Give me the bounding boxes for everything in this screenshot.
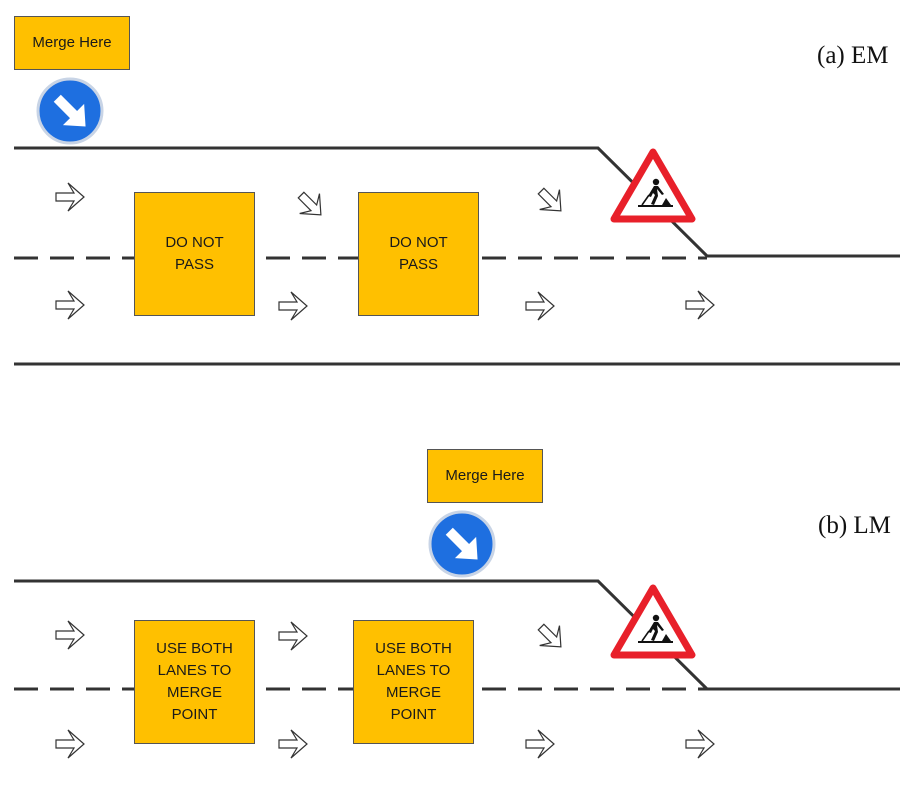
traffic-direction-arrow-icon	[290, 184, 332, 226]
traffic-direction-arrow-icon	[55, 620, 85, 650]
traffic-direction-arrow-icon	[685, 290, 715, 320]
merge-here-sign: Merge Here	[14, 16, 130, 70]
panel-em	[14, 77, 900, 366]
traffic-direction-arrow-icon	[278, 291, 308, 321]
traffic-direction-arrow-icon	[278, 729, 308, 759]
keep-right-arrow-icon	[428, 510, 496, 578]
traffic-direction-arrow-icon	[525, 291, 555, 321]
use-both-lanes-sign: USE BOTH LANES TO MERGE POINT	[353, 620, 474, 744]
traffic-direction-arrow-icon	[525, 729, 555, 759]
traffic-direction-arrow-icon	[530, 616, 572, 658]
panel-caption: (a) EM	[817, 42, 889, 69]
traffic-direction-arrow-icon	[55, 182, 85, 212]
keep-right-arrow-icon	[36, 77, 104, 145]
merge-here-sign: Merge Here	[427, 449, 543, 503]
traffic-direction-arrow-icon	[55, 729, 85, 759]
do-not-pass-sign: DO NOT PASS	[134, 192, 255, 316]
use-both-lanes-sign: USE BOTH LANES TO MERGE POINT	[134, 620, 255, 744]
traffic-direction-arrow-icon	[530, 180, 572, 222]
traffic-direction-arrow-icon	[278, 621, 308, 651]
panel-lm	[14, 510, 900, 759]
traffic-direction-arrow-icon	[55, 290, 85, 320]
panel-caption: (b) LM	[818, 512, 891, 539]
do-not-pass-sign: DO NOT PASS	[358, 192, 479, 316]
roadworks-warning-icon	[610, 584, 696, 659]
roadworks-warning-icon	[610, 148, 696, 223]
traffic-direction-arrow-icon	[685, 729, 715, 759]
